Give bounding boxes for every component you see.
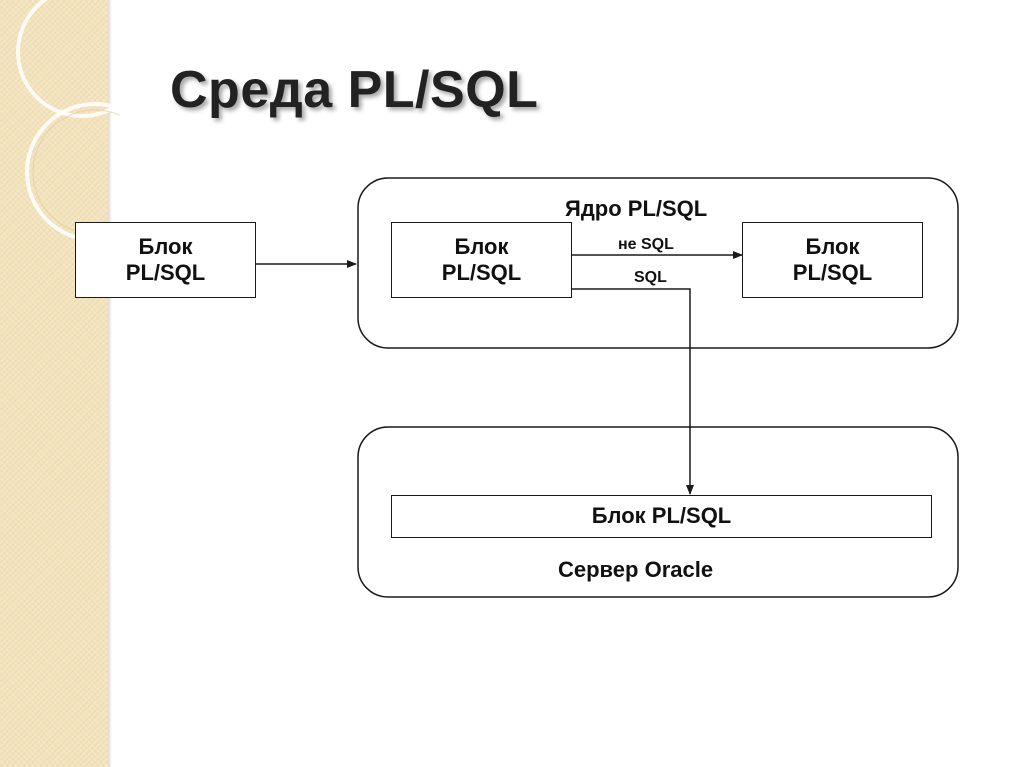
left-block-line1: Блок bbox=[138, 233, 193, 259]
kernel-input-line2: PL/SQL bbox=[441, 260, 522, 285]
kernel-label: Ядро PL/SQL bbox=[565, 196, 708, 221]
kernel-container bbox=[357, 177, 959, 349]
kernel-input-block: Блок PL/SQL bbox=[391, 222, 572, 298]
server-container bbox=[357, 426, 959, 598]
arrow-sql-to-server bbox=[572, 288, 694, 495]
slide-title: Среда PL/SQL bbox=[170, 61, 539, 119]
left-plsql-block: Блок PL/SQL bbox=[75, 222, 256, 298]
server-block-label: Блок PL/SQL bbox=[591, 503, 732, 529]
left-block-line2: PL/SQL bbox=[125, 260, 206, 285]
non-sql-label: не SQL bbox=[618, 236, 674, 253]
server-plsql-block: Блок PL/SQL bbox=[391, 495, 932, 538]
side-band bbox=[0, 0, 108, 767]
server-label: Сервер Oracle bbox=[558, 557, 714, 582]
sql-label: SQL bbox=[634, 269, 667, 286]
kernel-output-line2: PL/SQL bbox=[792, 260, 873, 285]
side-band-edge bbox=[108, 0, 112, 767]
kernel-output-line1: Блок bbox=[805, 233, 860, 259]
decorative-ring-upper bbox=[16, 0, 120, 118]
kernel-output-block: Блок PL/SQL bbox=[742, 222, 923, 298]
kernel-input-line1: Блок bbox=[454, 233, 509, 259]
